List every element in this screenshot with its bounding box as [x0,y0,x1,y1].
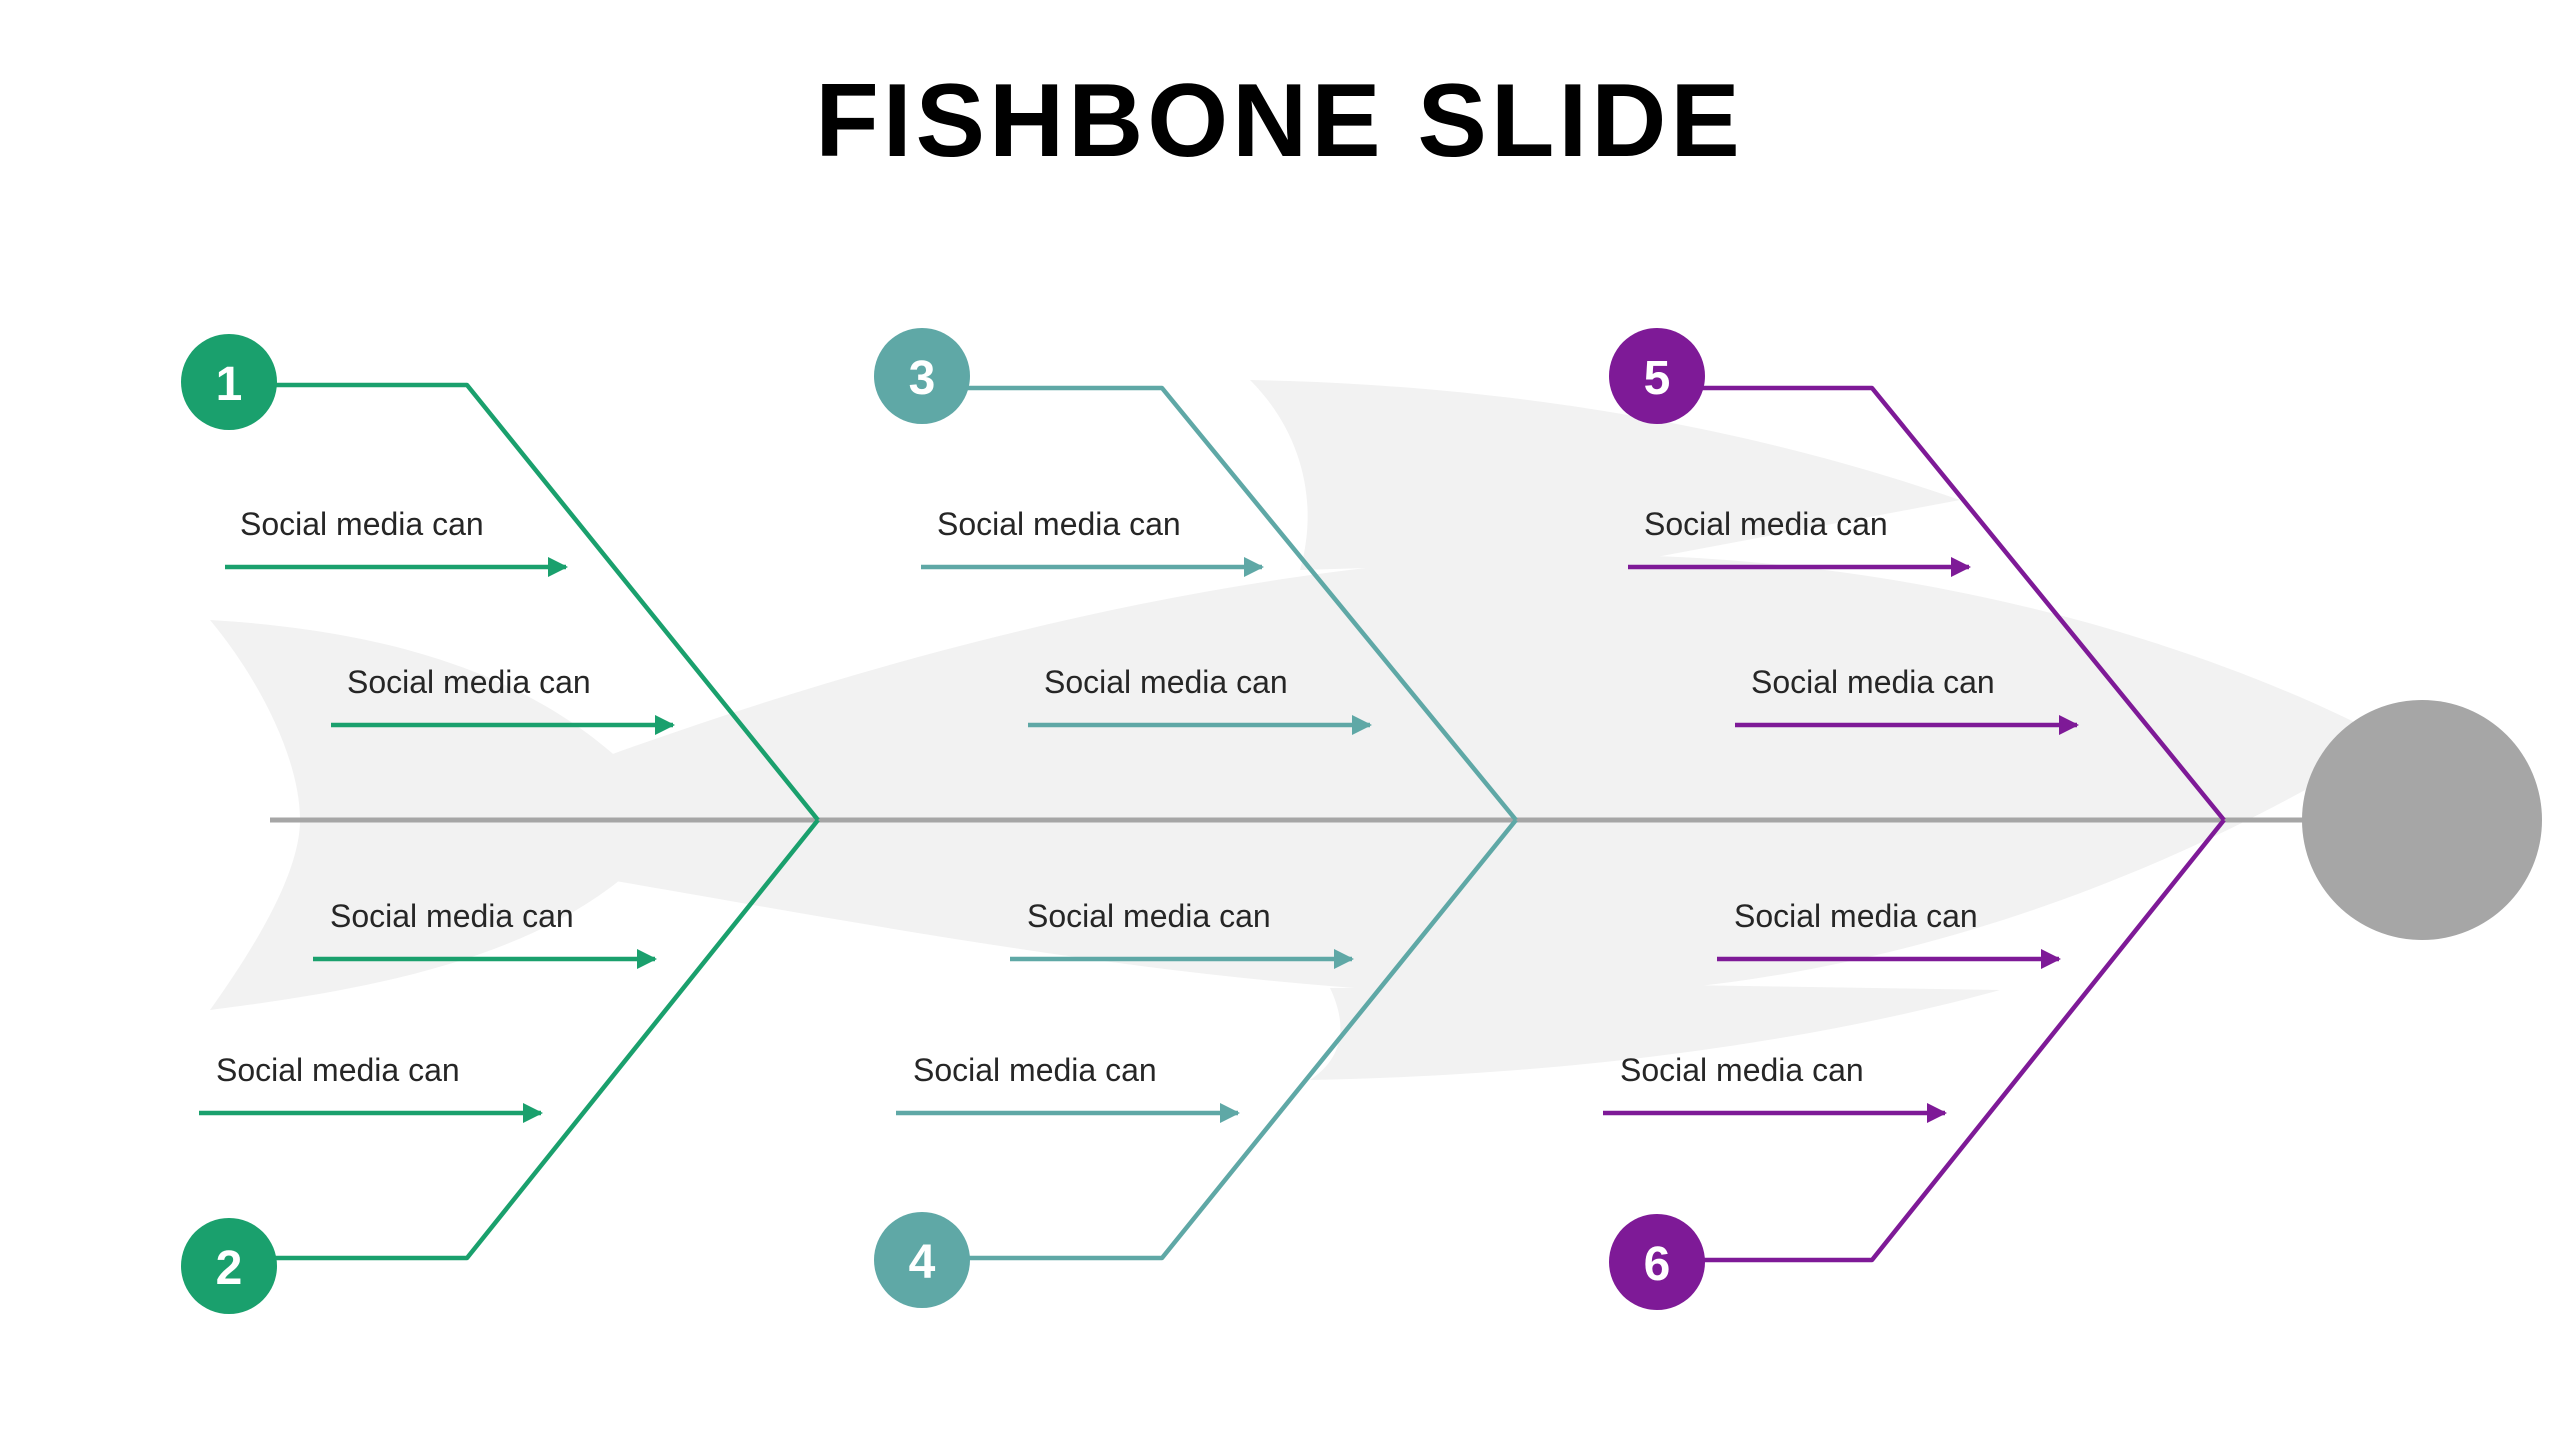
bone-branch-bottom [262,818,820,1261]
number-badge-6 [1609,1214,1705,1310]
cause-label-6a: Social media can [1734,898,1978,934]
fish-body [610,554,2390,996]
bone-branch-top [1692,385,2226,822]
page-title: FISHBONE SLIDE [815,63,1744,179]
number-label-6: 6 [1644,1238,1671,1291]
fish-tail [210,620,620,1010]
fish-dorsal-fin [1250,380,1960,570]
bone-branch-bottom [958,818,1518,1261]
cause-label-1b: Social media can [347,664,591,700]
number-badge-4 [874,1212,970,1308]
bone-group-3: 5 6 Social media can Social media can So… [1603,328,2226,1310]
cause-label-3b: Social media can [1044,664,1288,700]
cause-label-2a: Social media can [330,898,574,934]
number-badge-2 [181,1218,277,1314]
bone-branch-top [958,385,1518,822]
bone-group-1: 1 2 Social media can Social media can So… [181,334,820,1314]
number-badge-1 [181,334,277,430]
fish-silhouette [210,380,2390,1080]
number-label-5: 5 [1644,352,1671,405]
number-label-4: 4 [909,1236,936,1289]
cause-label-1a: Social media can [240,506,484,542]
cause-label-5b: Social media can [1751,664,1995,700]
fish-head [2302,700,2542,940]
cause-label-5a: Social media can [1644,506,1888,542]
number-label-2: 2 [216,1242,243,1295]
number-badge-5 [1609,328,1705,424]
bone-branch-top [262,382,820,822]
cause-label-3a: Social media can [937,506,1181,542]
number-badge-3 [874,328,970,424]
bone-group-2: 3 4 Social media can Social media can So… [874,328,1518,1308]
number-label-1: 1 [216,358,243,411]
cause-label-4b: Social media can [913,1052,1157,1088]
bone-branch-bottom [1692,818,2226,1263]
cause-label-2b: Social media can [216,1052,460,1088]
fish-ventral-fin [1310,985,2000,1080]
cause-label-4a: Social media can [1027,898,1271,934]
number-label-3: 3 [909,352,936,405]
cause-label-6b: Social media can [1620,1052,1864,1088]
